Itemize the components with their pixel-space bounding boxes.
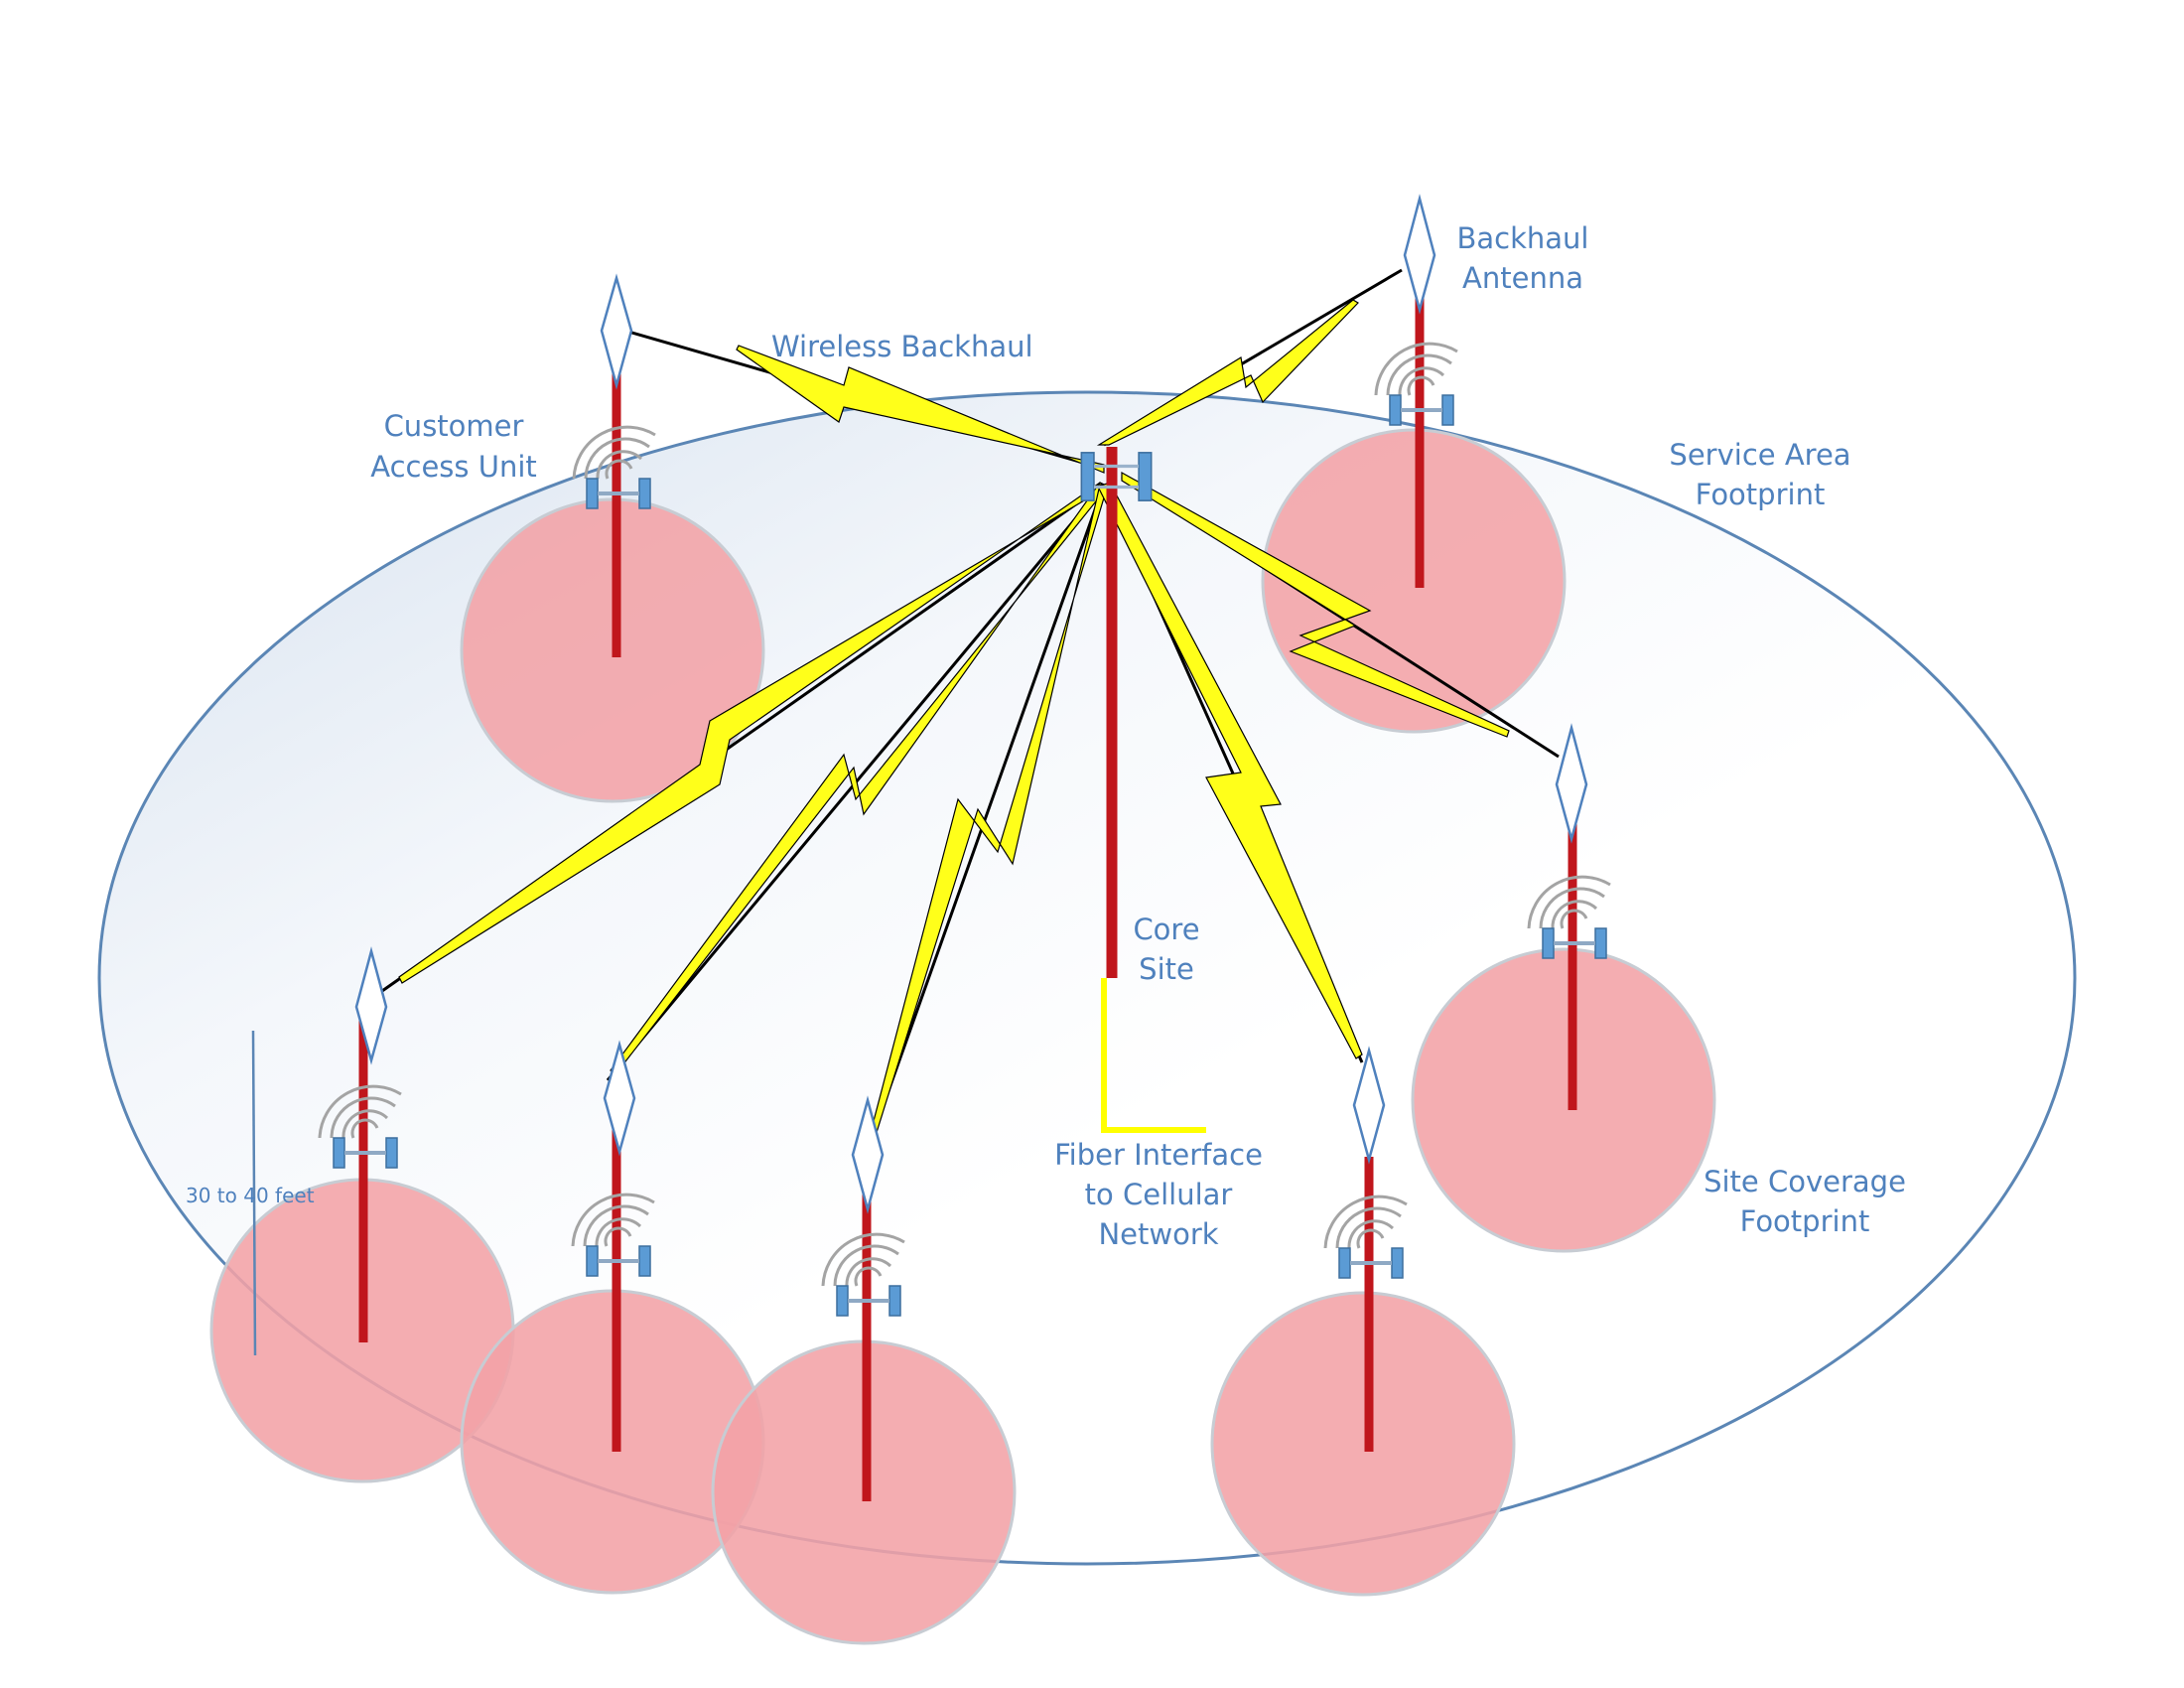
customer-access-label-line2: Access Unit <box>370 450 537 484</box>
backhaul-link <box>627 330 1105 474</box>
backhaul-link <box>606 482 1109 1081</box>
backhaul-link <box>381 482 1110 993</box>
height-marker-line <box>251 1030 257 1356</box>
fiber-interface-label-line2: to Cellular <box>1085 1178 1233 1211</box>
backhaul-antenna-icon <box>1403 194 1436 315</box>
site <box>1323 1046 1409 1452</box>
backhaul-antenna-icon <box>1555 723 1588 844</box>
wireless-backhaul-links <box>381 268 1560 1151</box>
site <box>1374 194 1459 588</box>
site-coverage-label-line2: Footprint <box>1740 1204 1870 1238</box>
wireless-backhaul-label: Wireless Backhaul <box>771 330 1033 363</box>
site <box>1527 723 1612 1110</box>
service-area-label-line2: Footprint <box>1696 478 1826 511</box>
customer-access-label-line1: Customer <box>384 409 524 443</box>
core-site-label-line2: Site <box>1139 952 1194 986</box>
coverage-circle <box>1411 947 1716 1253</box>
backhaul-antenna-icon <box>603 1040 636 1157</box>
backhaul-antenna-icon <box>1352 1046 1386 1165</box>
backhaul-link <box>1121 471 1560 759</box>
fiber-interface-label-line3: Network <box>1098 1217 1218 1251</box>
backhaul-antenna-icon <box>354 946 388 1065</box>
backhaul-antenna-label-line1: Backhaul <box>1457 221 1589 255</box>
fiber-interface-line <box>1101 978 1206 1133</box>
height-note-label: 30 to 40 feet <box>186 1184 315 1207</box>
site <box>318 946 403 1342</box>
site <box>571 1040 656 1452</box>
backhaul-antenna-icon <box>851 1095 885 1214</box>
site <box>572 273 657 657</box>
backhaul-link <box>1097 482 1364 1063</box>
site <box>821 1095 906 1501</box>
backhaul-antenna-label-line2: Antenna <box>1462 261 1583 295</box>
backhaul-link <box>1096 268 1403 447</box>
site-coverage-label-line1: Site Coverage <box>1704 1165 1906 1198</box>
core-site-radio <box>1080 452 1153 501</box>
service-area-label-line1: Service Area <box>1669 438 1850 472</box>
core-site-label-line1: Core <box>1133 913 1199 946</box>
fiber-interface-label-line1: Fiber Interface <box>1054 1138 1263 1172</box>
backhaul-antenna-icon <box>600 273 633 390</box>
coverage-circle <box>1210 1291 1516 1597</box>
